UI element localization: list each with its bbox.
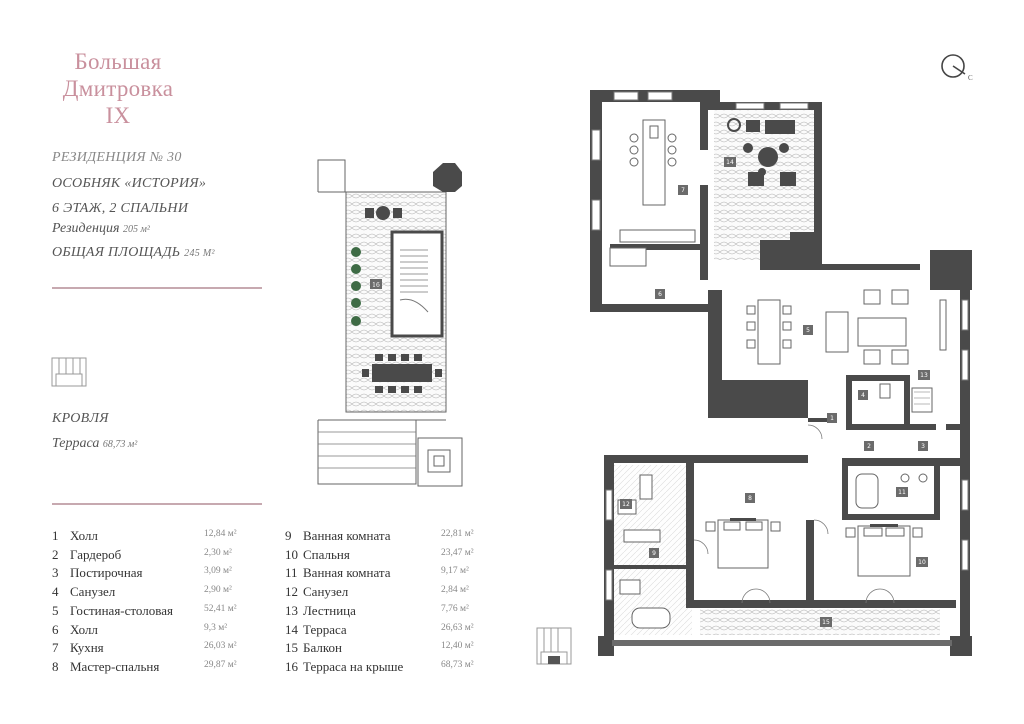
plan-label-11: 11: [898, 489, 906, 496]
plan-label-5: 5: [806, 327, 810, 334]
terrace-area: Терраса 68,73 м²: [52, 436, 137, 452]
compass-label: С: [968, 74, 973, 82]
plan-label-16-box: [370, 279, 382, 289]
plan-label-4: 4: [861, 392, 865, 399]
plan-label-2-box: [864, 441, 874, 451]
plan-label-10-box: [916, 557, 928, 567]
mansion-name: ОСОБНЯК «ИСТОРИЯ»: [52, 176, 207, 191]
plan-label-1-box: [827, 413, 837, 423]
building-roof-icon: [51, 357, 87, 387]
plan-label-4-box: [858, 390, 868, 400]
brand-line-1: Большая: [74, 49, 162, 74]
total-area: ОБЩАЯ ПЛОЩАДЬ 245 м²: [52, 245, 215, 261]
divider-top: [52, 287, 262, 289]
plan-label-15: 15: [822, 619, 830, 626]
plan-label-9: 9: [652, 550, 656, 557]
floor-info: 6 ЭТАЖ, 2 СПАЛЬНИ: [52, 201, 189, 216]
total-area-label: ОБЩАЯ ПЛОЩАДЬ: [52, 245, 181, 260]
brand-line-2: Дмитровка: [62, 76, 174, 101]
terrace-area-value: 68,73 м²: [102, 439, 138, 450]
plan-label-13: 13: [920, 372, 928, 379]
brand-logo: Большая Дмитровка IX: [48, 48, 188, 129]
plan-label-2: 2: [867, 443, 871, 450]
plan-label-15-box: [820, 617, 832, 627]
residence-area: Резиденция 205 м²: [52, 221, 150, 237]
plan-label-6: 6: [658, 291, 662, 298]
terrace-area-label: Терраса: [52, 436, 100, 451]
compass-icon: [941, 54, 966, 78]
plan-label-13-box: [918, 370, 930, 380]
roof-heading: КРОВЛЯ: [52, 411, 109, 426]
plan-label-14-box: [724, 157, 736, 167]
total-area-value: 245 м²: [184, 248, 215, 259]
plan-label-8: 8: [748, 495, 752, 502]
plan-label-14: 14: [726, 159, 734, 166]
plan-label-5-box: [803, 325, 813, 335]
plan-label-7-box: [678, 185, 688, 195]
plan-label-11-box: [896, 487, 908, 497]
plan-label-6-box: [655, 289, 665, 299]
plan-label-8-box: [745, 493, 755, 503]
main-floor-plan: 1 2 3 4 5 6 7 8 9 10 11 12 13 1: [590, 90, 972, 656]
roof-plan: 16: [317, 159, 463, 487]
plan-label-12-box: [620, 499, 632, 509]
plan-label-12: 12: [622, 501, 630, 508]
plan-label-10: 10: [918, 559, 926, 566]
plan-label-3: 3: [921, 443, 925, 450]
plan-label-9-box: [649, 548, 659, 558]
residence-area-value: 205 м²: [122, 224, 150, 235]
plan-label-16: 16: [372, 282, 380, 289]
residence-number: РЕЗИДЕНЦИЯ № 30: [52, 150, 182, 165]
plan-label-3-box: [918, 441, 928, 451]
divider-bottom: [52, 503, 262, 505]
brand-line-3: IX: [105, 103, 131, 128]
plan-label-7: 7: [681, 187, 685, 194]
building-floor-icon: [536, 627, 572, 665]
residence-area-label: Резиденция: [52, 221, 120, 236]
plan-label-1: 1: [830, 415, 834, 422]
